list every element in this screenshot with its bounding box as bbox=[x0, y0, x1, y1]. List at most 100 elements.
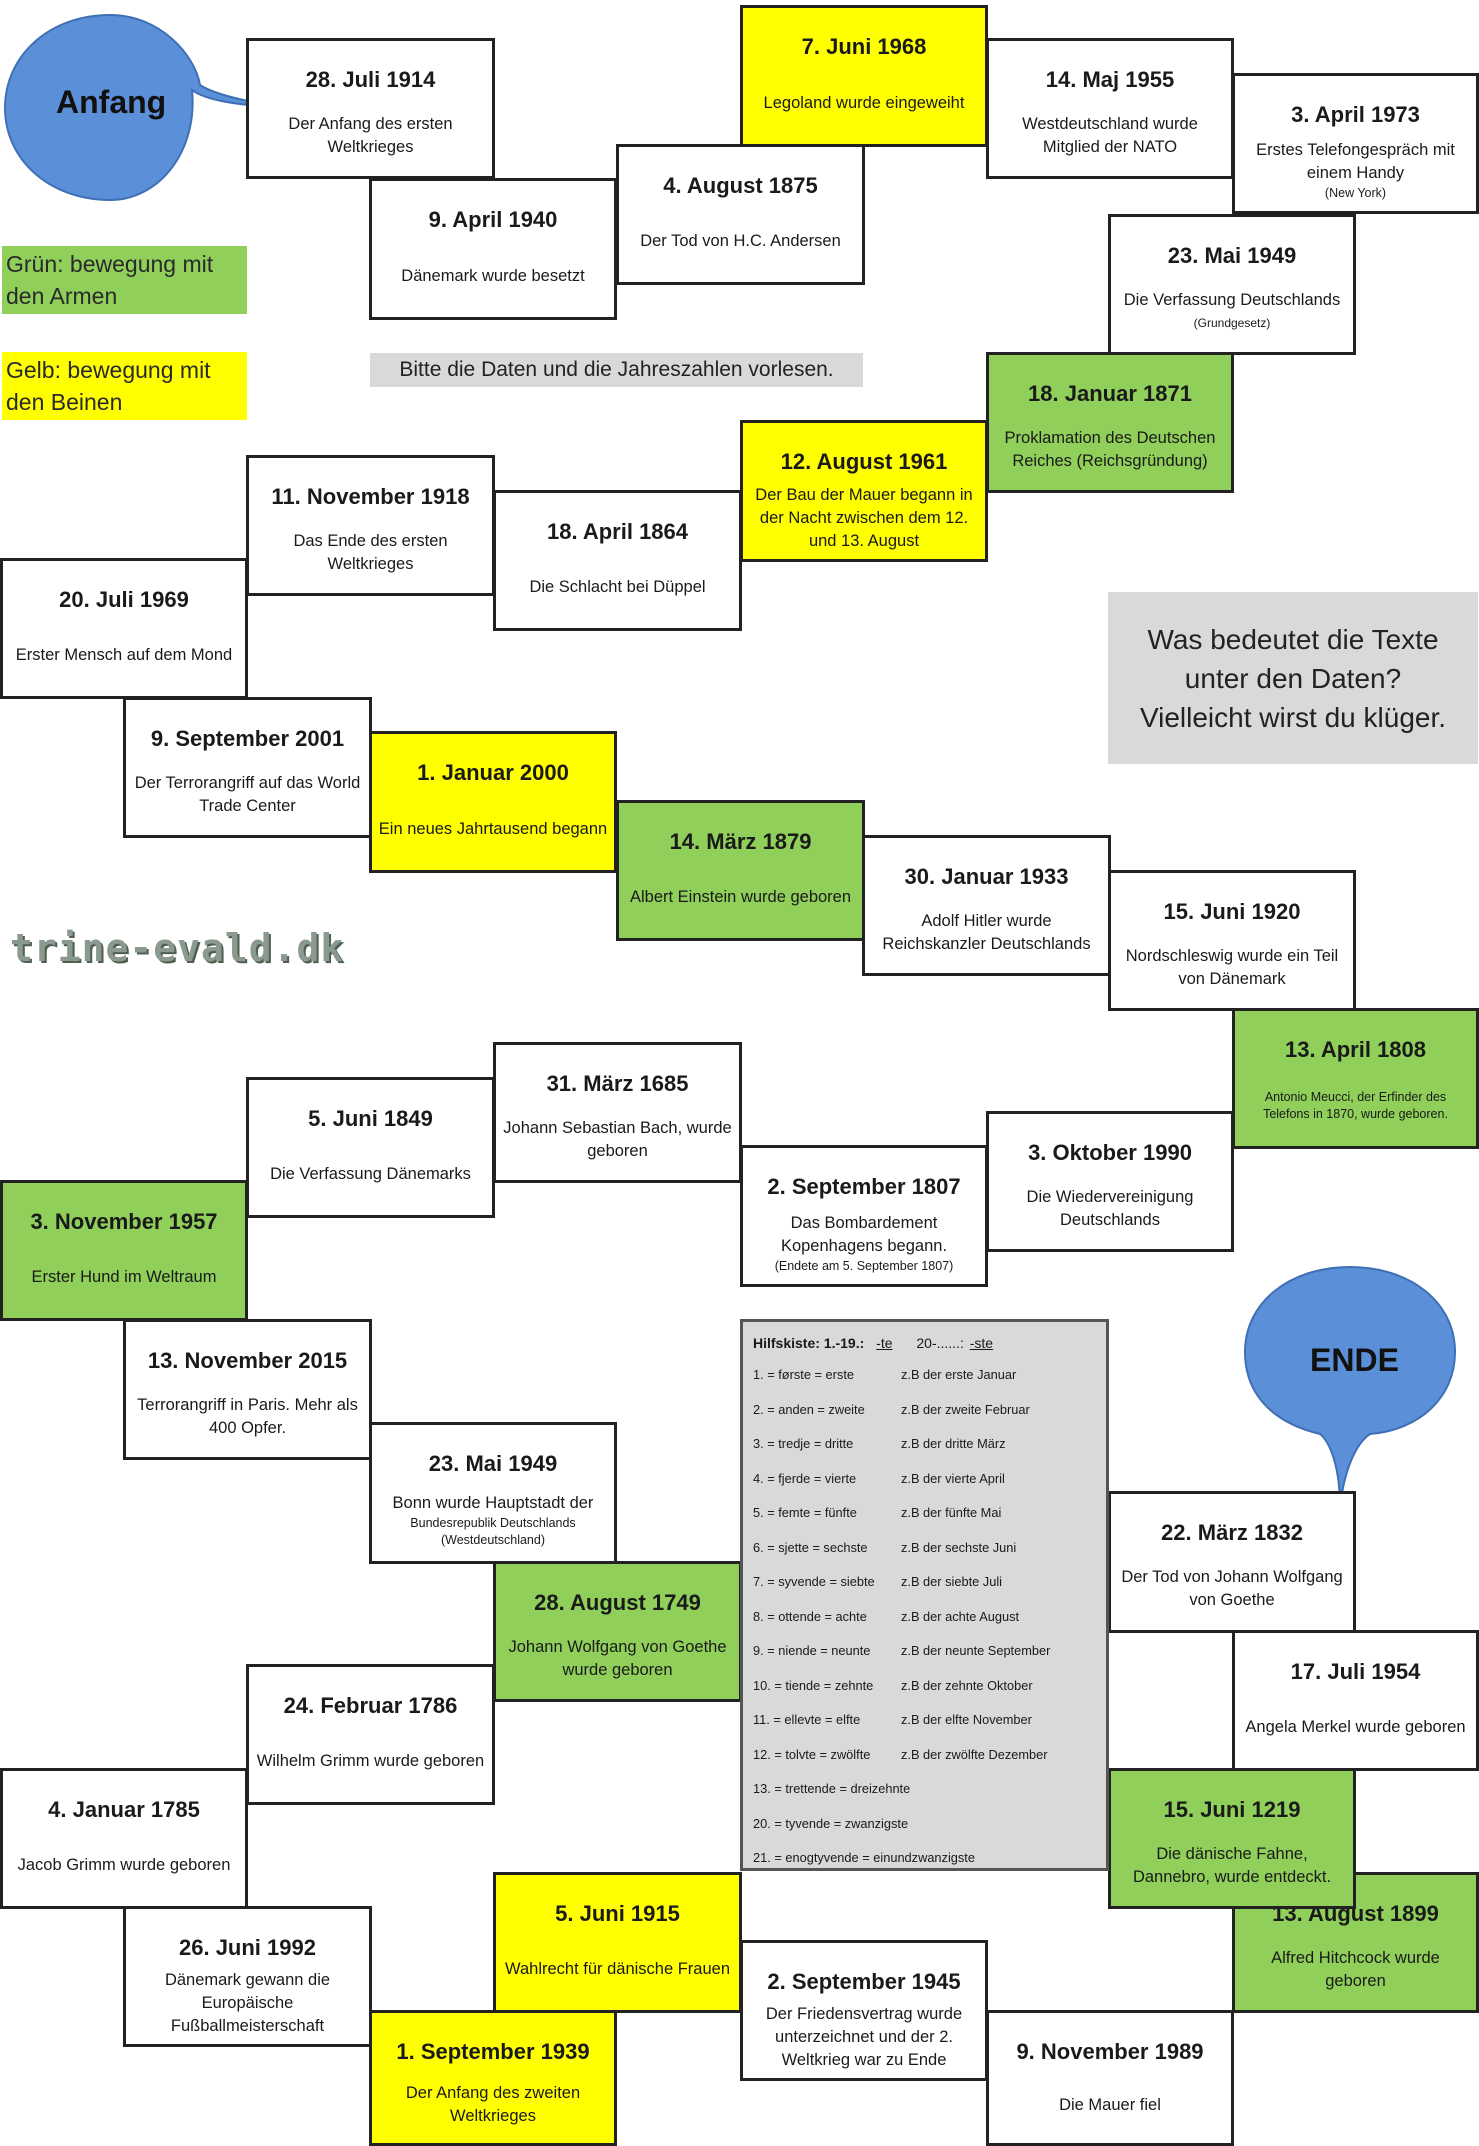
event-text: Johann Sebastian Bach, wurde geboren bbox=[503, 1118, 732, 1160]
event-date: 1. September 1939 bbox=[396, 2039, 590, 2064]
event-date: 23. Mai 1949 bbox=[428, 1451, 558, 1476]
event-text: Erster Hund im Weltraum bbox=[31, 1268, 217, 1286]
event-text-main: Das Bombardement Kopenhagens begann. bbox=[780, 1213, 948, 1255]
help-row-example: z.B der zehnte Oktober bbox=[901, 1677, 1033, 1693]
event-text: Nordschleswig wurde ein Teil von Dänemar… bbox=[1125, 946, 1339, 988]
help-row-number: 5. = femte = fünfte bbox=[753, 1505, 857, 1520]
event-date: 30. Januar 1933 bbox=[904, 864, 1069, 889]
event-date: 13. April 1808 bbox=[1284, 1037, 1427, 1062]
start-drop-shape bbox=[3, 13, 286, 202]
event-text: Alfred Hitchcock wurde geboren bbox=[1271, 1948, 1440, 1990]
help-box: Hilfskiste: 1.-19.: -te 20-......: -ste … bbox=[740, 1319, 1109, 1871]
event-date: 7. Juni 1968 bbox=[801, 34, 927, 59]
end-label: ENDE bbox=[1310, 1342, 1399, 1378]
help-row-example: z.B der elfte November bbox=[901, 1712, 1032, 1727]
help-suffix-te: -te bbox=[876, 1335, 893, 1351]
event-date: 12. August 1961 bbox=[780, 449, 948, 474]
event-text-note: (Grundgesetz) bbox=[1193, 315, 1271, 330]
help-row: 21. = enogtyvende = einundzwanzigste bbox=[753, 1841, 1096, 1876]
event-text: Johann Wolfgang von Goethe wurde geboren bbox=[508, 1637, 727, 1679]
end-drop-shape bbox=[1243, 1265, 1457, 1508]
event-date: 31. März 1685 bbox=[546, 1071, 689, 1096]
question-note: Was bedeutet die Texte unter den Daten? … bbox=[1108, 592, 1478, 764]
help-row-number: 6. = sjette = sechste bbox=[753, 1539, 868, 1555]
event-text: Wilhelm Grimm wurde geboren bbox=[256, 1752, 485, 1770]
event-text: Der Anfang des ersten Weltkrieges bbox=[288, 114, 453, 156]
event-text: Die Mauer fiel bbox=[1059, 2095, 1161, 2114]
event-date: 3. Oktober 1990 bbox=[1028, 1140, 1192, 1165]
help-row-number: 8. = ottende = achte bbox=[753, 1608, 867, 1624]
help-row-example: z.B der zwölfte Dezember bbox=[901, 1746, 1048, 1762]
event-text: Albert Einstein wurde geboren bbox=[629, 888, 852, 906]
event-text: Der Terrorangriff auf das World Trade Ce… bbox=[134, 773, 361, 815]
event-date: 15. Juni 1219 bbox=[1163, 1797, 1301, 1822]
event-date: 13. November 2015 bbox=[147, 1348, 348, 1373]
help-row-number: 9. = niende = neunte bbox=[753, 1643, 871, 1658]
event-date: 4. August 1875 bbox=[663, 173, 818, 198]
event-date: 24. Februar 1786 bbox=[283, 1693, 458, 1718]
watermark-logo: trine-evald.dk bbox=[10, 926, 345, 970]
event-text: Die Verfassung Dänemarks bbox=[270, 1165, 471, 1183]
question-line-1: Was bedeutet die Texte bbox=[1147, 623, 1439, 655]
event-text: Terrorangriff in Paris. Mehr als 400 Opf… bbox=[137, 1395, 358, 1437]
event-text: Die Verfassung Deutschlands(Grundgesetz) bbox=[1118, 277, 1346, 346]
instruction-note: Bitte die Daten und die Jahreszahlen vor… bbox=[370, 353, 863, 387]
event-date: 9. November 1989 bbox=[1016, 2039, 1204, 2064]
event-text-note: (New York) bbox=[1324, 186, 1387, 200]
event-text: Der Tod von H.C. Andersen bbox=[640, 232, 841, 250]
help-title: Hilfskiste: 1.-19.: bbox=[753, 1335, 865, 1351]
event-date: 28. August 1749 bbox=[534, 1590, 701, 1615]
help-row: 13. = trettende = dreizehnte bbox=[753, 1772, 1096, 1807]
event-text-main: Bonn wurde Hauptstadt der bbox=[392, 1493, 594, 1512]
help-row-number: 7. = syvende = siebte bbox=[753, 1574, 875, 1589]
legend-yellow: Gelb: bewegung mit den Beinen bbox=[2, 352, 247, 420]
help-row: 20. = tyvende = zwanzigste bbox=[753, 1807, 1096, 1842]
start-label: Anfang bbox=[56, 84, 167, 120]
help-row-example: z.B der zweite Februar bbox=[901, 1401, 1030, 1417]
event-text: Der Bau der Mauer begann in der Nacht zw… bbox=[755, 485, 973, 550]
help-header: Hilfskiste: 1.-19.: -te 20-......: -ste bbox=[753, 1328, 1096, 1358]
event-date: 5. Juni 1849 bbox=[308, 1106, 433, 1131]
help-row-number: 13. = trettende = dreizehnte bbox=[753, 1781, 911, 1796]
event-text: Das Bombardement Kopenhagens begann.(End… bbox=[743, 1208, 985, 1278]
help-range: 20-......: bbox=[916, 1335, 964, 1351]
event-text: Angela Merkel wurde geboren bbox=[1245, 1718, 1466, 1736]
event-text: Proklamation des Deutschen Reiches (Reic… bbox=[1004, 428, 1216, 470]
event-text: Antonio Meucci, der Erfinder des Telefon… bbox=[1235, 1071, 1476, 1140]
event-text: Erster Mensch auf dem Mond bbox=[15, 646, 233, 664]
event-text-note: Bundesrepublik Deutschlands (Westdeutsch… bbox=[410, 1515, 576, 1547]
event-date: 17. Juli 1954 bbox=[1290, 1659, 1421, 1684]
event-text: Dänemark wurde besetzt bbox=[401, 266, 585, 285]
event-date: 2. September 1807 bbox=[767, 1174, 961, 1199]
event-date: 14. März 1879 bbox=[669, 829, 812, 854]
event-text: Jacob Grimm wurde geboren bbox=[17, 1856, 231, 1874]
help-row-number: 2. = anden = zweite bbox=[753, 1401, 865, 1417]
help-row-number: 21. = enogtyvende = einundzwanzigste bbox=[753, 1850, 975, 1865]
